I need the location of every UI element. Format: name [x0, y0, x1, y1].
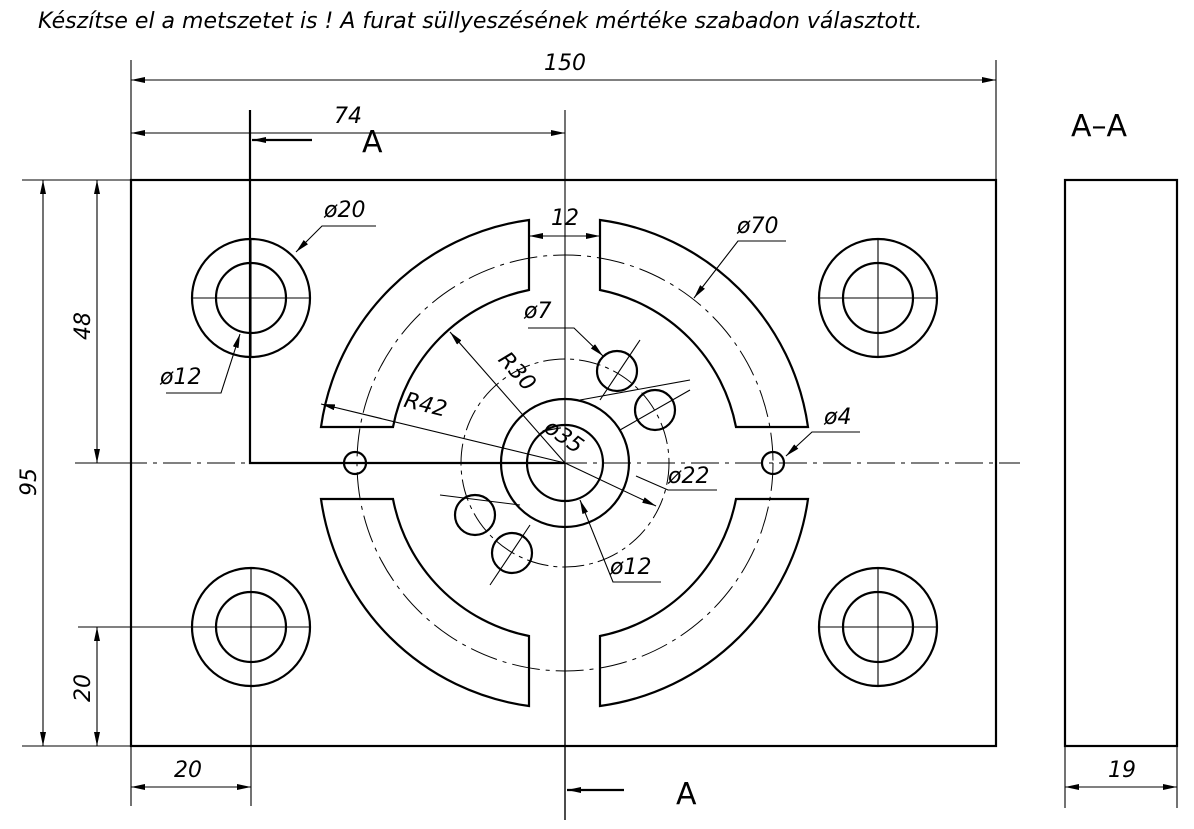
- svg-text:12: 12: [551, 206, 579, 231]
- dim-74: 74: [130, 104, 565, 180]
- dim-95: 95: [17, 179, 131, 747]
- section-view: A–A 19: [1063, 109, 1179, 808]
- pitch-circle-70: [356, 254, 774, 672]
- pitch-circle-35: [460, 358, 670, 568]
- leader-o22: ø22: [564, 462, 717, 507]
- svg-text:20: 20: [71, 674, 96, 702]
- hub-bore: [525, 423, 605, 503]
- instruction-text: Készítse el a metszetet is ! A furat sül…: [38, 9, 922, 34]
- tiny-hole-left: [342, 450, 368, 476]
- leader-o35: ø35: [539, 414, 588, 459]
- section-mark-bottom: A: [676, 777, 697, 812]
- leader-o12-corner: ø12: [159, 333, 241, 394]
- corner-hole-top-left: [190, 237, 312, 359]
- dim-150: 150: [130, 51, 997, 180]
- dim-12-gap: 12: [529, 206, 600, 239]
- tiny-hole-right: [760, 450, 786, 476]
- leader-r30: R30: [449, 331, 566, 464]
- dim-20-horizontal: 20: [130, 686, 252, 806]
- arc-slots: [319, 218, 810, 708]
- svg-text:ø20: ø20: [323, 198, 365, 223]
- corner-hole-bottom-right: [817, 566, 939, 688]
- section-title: A–A: [1071, 109, 1128, 144]
- leader-o70: ø70: [693, 214, 786, 299]
- leader-o12-bore: ø12: [579, 499, 661, 583]
- svg-text:150: 150: [544, 51, 586, 76]
- svg-text:R42: R42: [401, 388, 449, 423]
- dim-19: 19: [1064, 746, 1178, 808]
- svg-text:ø12: ø12: [159, 365, 201, 390]
- hub-outer: [499, 397, 631, 529]
- svg-text:20: 20: [174, 758, 202, 783]
- svg-text:ø12: ø12: [609, 555, 651, 580]
- svg-text:19: 19: [1108, 758, 1136, 783]
- svg-text:74: 74: [334, 104, 362, 129]
- corner-hole-bottom-left: [190, 566, 312, 688]
- section-line-upper: [248, 110, 565, 465]
- svg-text:ø4: ø4: [823, 405, 851, 430]
- svg-text:ø70: ø70: [736, 214, 778, 239]
- section-outline: [1063, 178, 1179, 748]
- small-holes: [439, 339, 691, 586]
- corner-hole-top-right: [817, 237, 939, 359]
- dim-20-vertical: 20: [71, 626, 192, 746]
- svg-text:ø35: ø35: [539, 414, 588, 459]
- leader-o7: ø7: [523, 299, 604, 357]
- dim-48: 48: [71, 180, 131, 464]
- leader-o20: ø20: [295, 198, 376, 253]
- section-mark-top: A: [362, 125, 383, 160]
- svg-text:ø7: ø7: [523, 299, 551, 324]
- svg-text:ø22: ø22: [667, 464, 709, 489]
- svg-text:95: 95: [17, 468, 42, 496]
- svg-text:48: 48: [71, 312, 96, 340]
- leader-o4: ø4: [785, 405, 860, 457]
- front-view: A A: [17, 51, 1020, 820]
